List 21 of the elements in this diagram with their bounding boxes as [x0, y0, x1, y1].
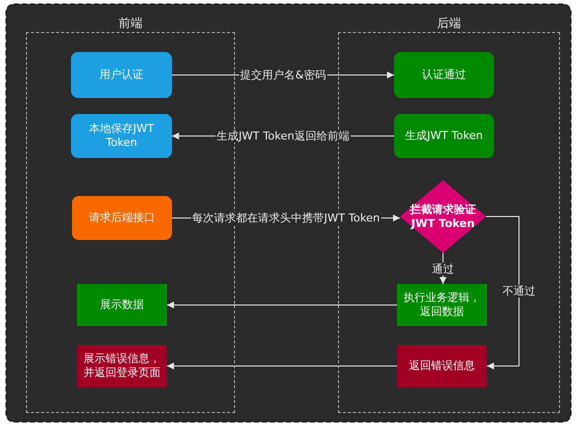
- process-box: 本地保存JWT Token: [71, 114, 172, 158]
- arrow: [166, 302, 398, 308]
- process-box: 展示数据: [77, 284, 167, 326]
- process-box: 用户认证: [71, 52, 172, 98]
- process-box: 生成JWT Token: [394, 114, 494, 158]
- arrow: [166, 362, 398, 370]
- edge-label: 生成JWT Token返回给前端: [216, 130, 350, 142]
- column-title: 前端: [118, 16, 144, 30]
- process-box: 返回错误信息: [397, 345, 487, 387]
- edge-label: 提交用户名&密码: [239, 68, 327, 82]
- edge-label: 不通过: [502, 284, 536, 298]
- process-box: 执行业务逻辑，返回数据: [397, 284, 487, 326]
- process-box: 认证通过: [394, 52, 494, 98]
- arrow: [440, 252, 446, 284]
- arrow: [486, 216, 520, 370]
- column-title: 后端: [436, 16, 462, 30]
- process-box: 请求后端接口: [72, 196, 172, 240]
- process-box: 展示错误信息，并返回登录页面: [77, 345, 167, 387]
- decision-diamond: 拦截请求验证JWT Token: [400, 180, 486, 253]
- edge-label: 通过: [431, 262, 455, 275]
- edge-label: 每次请求都在请求头中携带JWT Token: [191, 212, 381, 224]
